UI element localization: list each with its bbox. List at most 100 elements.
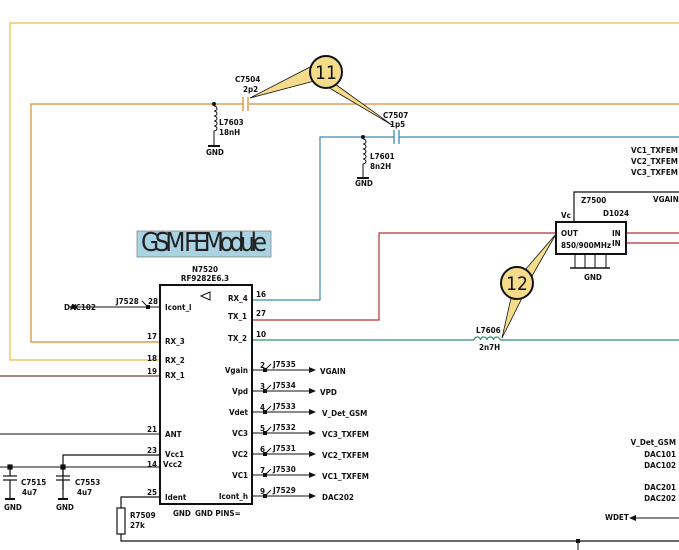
net-label: VC1_TXFEM	[322, 472, 369, 481]
z7500-ref: Z7500	[581, 196, 606, 205]
pin-rx2: RX_2	[165, 356, 185, 365]
pin-num: 7	[260, 466, 265, 475]
pin-num-27: 27	[256, 309, 266, 318]
net-vc3-txfem-right: VC3_TXFEM	[631, 168, 678, 177]
l7603-value: 18nH	[219, 128, 240, 137]
pin-vcc1: Vcc1	[165, 450, 184, 459]
arrow-right-icon	[309, 451, 316, 457]
arrow-right-icon	[309, 409, 316, 415]
pin-num: 9	[260, 487, 265, 496]
c7553-capacitor	[56, 464, 70, 500]
l7601-value: 8n2H	[370, 162, 391, 171]
pin-tx2: TX_2	[228, 334, 247, 343]
l7601-inductor	[357, 135, 369, 179]
l7606-ref: L7606	[476, 326, 501, 335]
pin-num-17: 17	[147, 332, 157, 341]
jumper-j7528: J7528	[115, 297, 139, 306]
callout-11: 11	[249, 55, 393, 126]
net-v-det-gsm-right: V_Det_GSM	[631, 438, 676, 447]
pin-rx4: RX_4	[228, 294, 248, 303]
amplifier-triangle-icon	[199, 291, 211, 301]
l7601-gnd: GND	[355, 179, 373, 188]
pin-name: Icont_h	[219, 492, 248, 501]
pin-rx3: RX_3	[165, 337, 185, 346]
callout-11-number: 11	[315, 62, 337, 84]
z7500-freq: 850/900MHz	[561, 241, 611, 250]
l7606-value: 2n7H	[479, 343, 500, 352]
module-title: GSM FEModule	[141, 228, 267, 258]
pin-num: 2	[260, 361, 265, 370]
arrow-left-icon	[629, 515, 636, 521]
pin-num-10: 10	[256, 330, 266, 339]
r7509-resistor	[116, 507, 126, 535]
pin-num: 3	[260, 382, 265, 391]
pin-num-16: 16	[256, 290, 266, 299]
rx3-net-left	[30, 103, 243, 343]
jumper-link	[264, 447, 272, 455]
jumper-link	[264, 468, 272, 476]
ic-gnd: GND	[173, 509, 191, 518]
pin-num-23: 23	[147, 446, 157, 455]
z7500-body	[555, 221, 627, 255]
bottom-wire	[120, 534, 679, 542]
pin-name: Vdet	[229, 408, 249, 417]
vcc1-wire	[62, 454, 160, 490]
jumper-link	[264, 426, 272, 434]
pin-num-21: 21	[147, 425, 157, 434]
pin-ant: ANT	[165, 430, 182, 439]
jumper-label: J7531	[272, 444, 296, 453]
net-dac101-right: DAC101	[644, 450, 676, 459]
callout-12-number: 12	[506, 273, 528, 295]
net-label: VC2_TXFEM	[322, 451, 369, 460]
pin-rx1: RX_1	[165, 371, 185, 380]
arrow-right-icon	[309, 388, 316, 394]
pin-num-18: 18	[147, 354, 157, 363]
jumper-label: J7532	[272, 423, 296, 432]
z7500-in2: IN	[612, 239, 621, 248]
c7553-ref: C7553	[75, 478, 100, 487]
ic-part: RF9282E6.3	[181, 274, 229, 283]
rx4-net	[252, 136, 394, 301]
c7507-value: 1p5	[390, 120, 405, 129]
jumper-label: J7533	[272, 402, 296, 411]
ident-wire	[120, 496, 160, 508]
net-label: VC3_TXFEM	[322, 430, 369, 439]
z7500-vc: Vc	[561, 211, 571, 220]
net-label: DAC202	[322, 493, 354, 502]
ic-gnd-pins: GND PINS=	[195, 509, 241, 518]
l7603-gnd: GND	[206, 148, 224, 157]
net-dac201-right: DAC201	[644, 483, 676, 492]
c7504-capacitor	[242, 97, 249, 111]
callout-12: 12	[500, 233, 557, 339]
vgain-wire	[573, 191, 679, 222]
r7509-value: 27k	[130, 521, 145, 530]
arrow-right-icon	[309, 430, 316, 436]
pin-num-25: 25	[147, 488, 157, 497]
arrow-left-icon	[69, 304, 76, 310]
r7509-ref: R7509	[130, 511, 156, 520]
module-label-box	[136, 230, 272, 258]
pin-vcc2: Vcc2	[163, 460, 182, 469]
net-label: VGAIN	[320, 367, 346, 376]
pin-name: VC1	[232, 471, 248, 480]
jumper-link	[264, 384, 272, 392]
tx1-net	[252, 232, 556, 321]
jumper-label: J7529	[272, 486, 296, 495]
jumper-link	[141, 300, 149, 308]
pin-num: 4	[260, 403, 265, 412]
z7500-in1: IN	[612, 229, 621, 238]
net-vc2-txfem-right: VC2_TXFEM	[631, 157, 678, 166]
jumper-link	[264, 363, 272, 371]
arrow-right-icon	[309, 493, 316, 499]
net-label: V_Det_GSM	[322, 409, 367, 418]
ic-ref: N7520	[192, 265, 218, 274]
c7504-ref: C7504	[235, 75, 260, 84]
jumper-link	[264, 489, 272, 497]
c7515-ref: C7515	[21, 478, 46, 487]
net-wdet: WDET	[605, 513, 629, 522]
c7507-capacitor	[393, 130, 400, 144]
net-vc1-txfem-right: VC1_TXFEM	[631, 146, 678, 155]
z7500-out: OUT	[561, 229, 578, 238]
pin-name: Vpd	[232, 387, 248, 396]
